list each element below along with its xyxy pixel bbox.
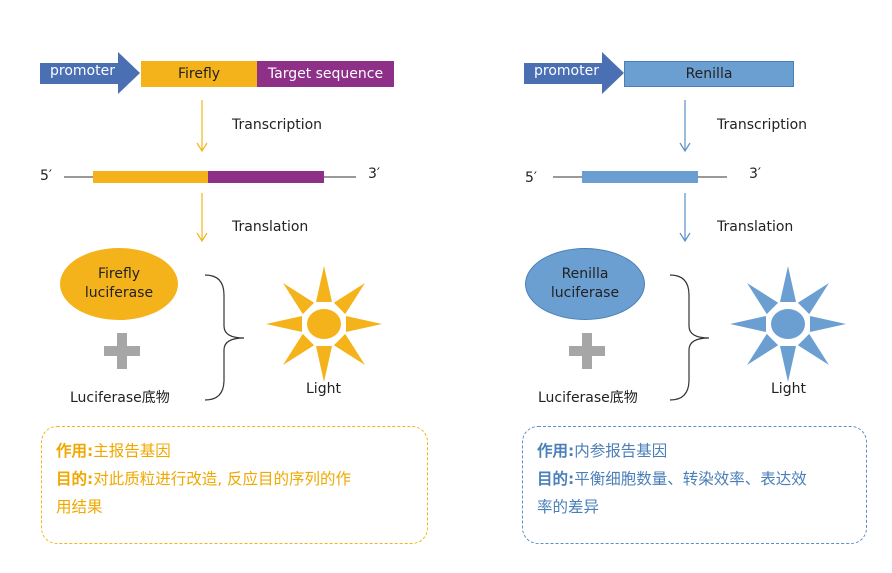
left-mrna-firefly-segment [93,171,208,183]
right-info-box: 作用:内参报告基因 目的:平衡细胞数量、转染效率、表达效 率的差异 [522,426,867,544]
right-promoter-label: promoter [534,63,599,79]
left-promoter-arrow [40,52,140,94]
left-info-purpose-line2: 用结果 [56,498,103,516]
right-bracket [669,274,710,401]
left-translation-arrow [196,193,208,243]
right-info-role-key: 作用: [537,442,575,460]
right-five-prime: 5′ [525,170,538,186]
right-translation-arrow [679,193,691,243]
left-info-role: 作用:主报告基因 [56,437,413,465]
sun-ray [333,333,366,366]
right-mrna-renilla-segment [582,171,698,183]
right-info-purpose-key: 目的: [537,470,575,488]
left-three-prime: 3′ [368,166,381,182]
right-transcription-label: Transcription [717,117,808,133]
right-light-label: Light [771,381,806,397]
right-substrate-label: Luciferase底物 [538,390,638,406]
right-info-role: 作用:内参报告基因 [537,437,852,465]
left-target-sequence: Target sequence [257,61,394,87]
left-substrate-label: Luciferase底物 [70,390,170,406]
right-plus-icon [569,333,605,369]
sun-ray [316,266,332,302]
sun-core [307,309,341,339]
left-sun-icon [266,266,382,382]
left-info-purpose: 目的:对此质粒进行改造, 反应目的序列的作 [56,465,413,493]
right-renilla-luciferase-ellipse: Renilla luciferase [525,248,645,320]
right-translation-label: Translation [717,219,794,235]
sun-ray [797,333,830,366]
right-enzyme-line1: Renilla [561,266,609,282]
right-promoter-arrow [524,52,624,94]
sun-ray [746,333,779,366]
right-info-purpose-line2: 率的差异 [537,498,600,516]
right-info-purpose: 目的:平衡细胞数量、转染效率、表达效 [537,465,852,493]
left-five-prime: 5′ [40,168,53,184]
left-info-role-value: 主报告基因 [93,442,171,460]
right-enzyme-line2: luciferase [550,285,620,301]
left-translation-label: Translation [232,219,309,235]
left-transcription-arrow [196,100,208,153]
left-promoter-label: promoter [50,63,115,79]
sun-ray [282,282,315,315]
left-firefly-gene: Firefly [141,61,257,87]
sun-ray [780,266,796,302]
left-enzyme-line1: Firefly [97,266,141,282]
left-bracket [204,274,245,401]
right-three-prime: 3′ [749,166,762,182]
left-info-box: 作用:主报告基因 目的:对此质粒进行改造, 反应目的序列的作 用结果 [41,426,428,544]
sun-ray [810,316,846,332]
sun-ray [266,316,302,332]
sun-ray [797,282,830,315]
left-firefly-luciferase-ellipse: Firefly luciferase [60,248,178,320]
sun-ray [333,282,366,315]
right-sun-icon [730,266,846,382]
sun-ray [316,346,332,382]
left-info-role-key: 作用: [56,442,94,460]
sun-ray [346,316,382,332]
right-info-purpose-value-line1: 平衡细胞数量、转染效率、表达效 [574,470,807,488]
sun-core [771,309,805,339]
sun-ray [746,282,779,315]
left-mrna-target-segment [208,171,324,183]
left-transcription-label: Transcription [232,117,323,133]
left-info-purpose-value-line1: 对此质粒进行改造, 反应目的序列的作 [93,470,352,488]
right-info-role-value: 内参报告基因 [574,442,668,460]
right-transcription-arrow [679,100,691,153]
left-enzyme-line2: luciferase [84,285,154,301]
right-renilla-gene: Renilla [624,61,794,87]
sun-ray [282,333,315,366]
sun-ray [780,346,796,382]
left-info-purpose-key: 目的: [56,470,94,488]
left-light-label: Light [306,381,341,397]
sun-ray [730,316,766,332]
left-plus-icon [104,333,140,369]
